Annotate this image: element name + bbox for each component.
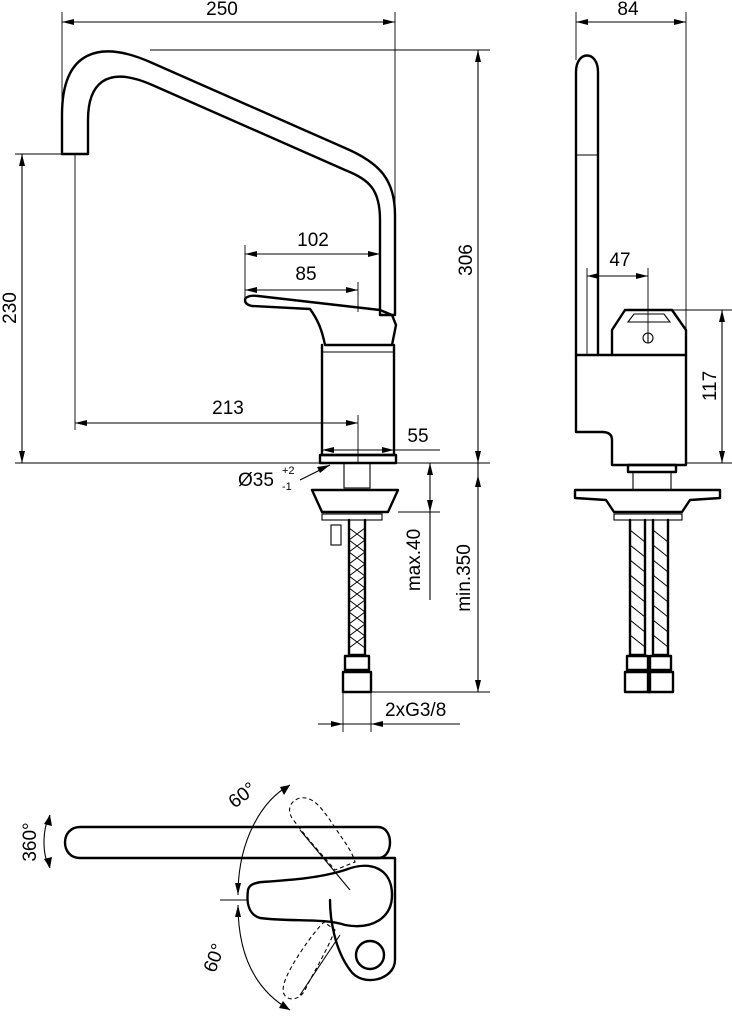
side-lever	[610, 308, 688, 357]
front-nut	[321, 513, 383, 521]
angle-60-up: 60°	[225, 779, 261, 813]
front-dimensions: 250 230 306 102 85 213	[0, 0, 490, 732]
front-hose-connector	[341, 670, 373, 694]
dim-85: 85	[295, 264, 316, 285]
dim-84: 84	[617, 0, 639, 20]
dim-250: 250	[206, 0, 238, 20]
front-spout	[60, 50, 397, 317]
front-hose-nut	[343, 654, 371, 672]
top-lever	[246, 864, 394, 928]
dim-102: 102	[297, 230, 329, 251]
side-nut	[613, 513, 683, 521]
side-spout	[574, 54, 600, 357]
top-body-hole	[354, 939, 386, 971]
angle-60-down: 60°	[200, 941, 230, 975]
dim-55: 55	[407, 426, 428, 447]
dim-tol-minus: -1	[282, 481, 292, 493]
side-dimensions: 84 47 117	[575, 0, 732, 464]
side-hose-nut-left	[625, 654, 650, 672]
dim-connection: 2xG3/8	[385, 700, 446, 721]
front-fixing-plate	[310, 488, 400, 514]
top-lever-ghost-down	[282, 921, 336, 1000]
front-view	[20, 50, 490, 694]
dim-diameter: Ø35	[238, 470, 274, 491]
front-lever	[243, 294, 398, 347]
front-shank	[343, 462, 371, 489]
dim-213: 213	[212, 398, 244, 419]
dim-47: 47	[609, 250, 630, 271]
dim-tol-plus: +2	[282, 465, 295, 477]
dim-min350: min.350	[454, 544, 475, 612]
top-lever-ghost-up	[289, 797, 356, 871]
dim-max40: max.40	[404, 529, 425, 591]
side-shanks	[632, 471, 672, 491]
side-fixing-plate	[573, 488, 722, 514]
top-body	[328, 856, 397, 982]
side-hose-nut-right	[648, 654, 673, 672]
top-view: 360° 60° 60°	[20, 779, 397, 1011]
top-spout	[63, 825, 392, 860]
front-base	[318, 453, 398, 465]
dim-117: 117	[700, 371, 721, 401]
side-base	[626, 463, 678, 474]
angle-360: 360°	[20, 822, 41, 861]
side-body	[574, 353, 688, 467]
side-hose-connector-left	[623, 670, 652, 694]
side-hose-connector-right	[646, 670, 675, 694]
dim-306: 306	[456, 244, 477, 276]
dim-230: 230	[0, 292, 21, 324]
side-view	[573, 54, 722, 694]
front-bolt	[330, 524, 342, 546]
side-lever-window	[626, 313, 672, 323]
